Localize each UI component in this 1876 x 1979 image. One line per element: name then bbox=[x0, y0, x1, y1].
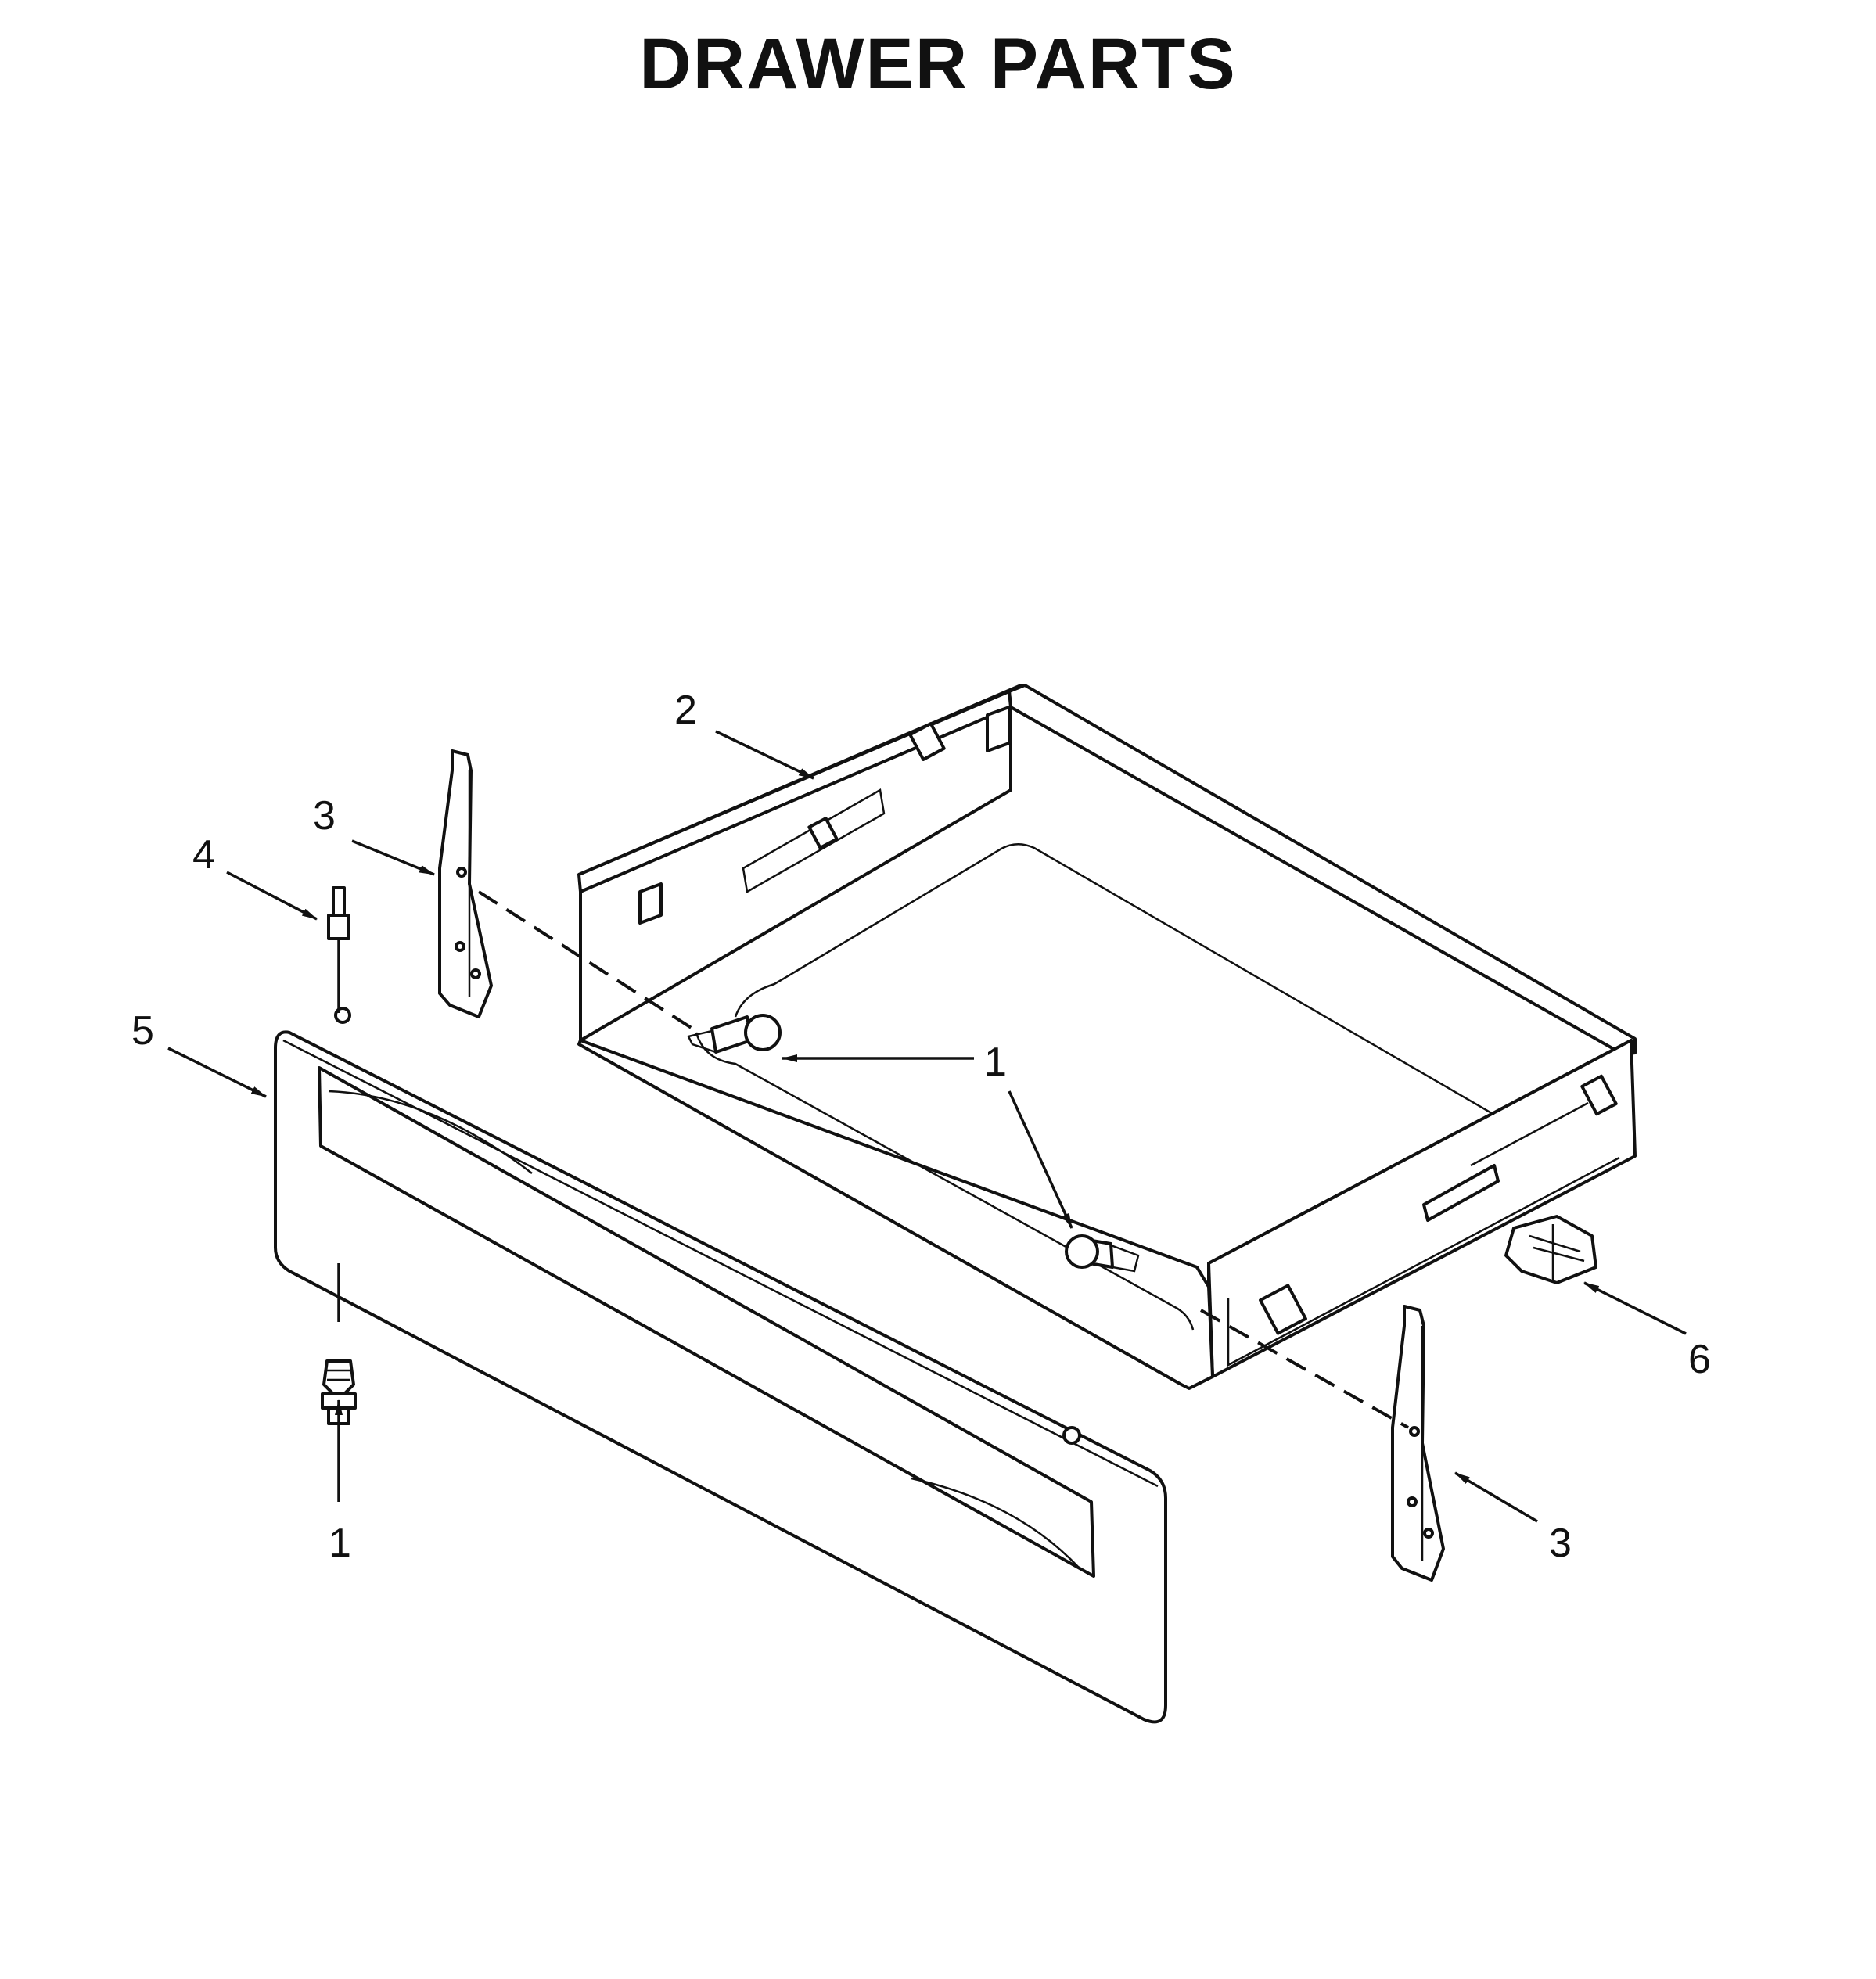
drawer-body-part[interactable] bbox=[577, 684, 1637, 1390]
clip-part[interactable] bbox=[1504, 1215, 1597, 1284]
page-title: DRAWER PARTS bbox=[639, 24, 1237, 104]
callout-3-right: 3 bbox=[1549, 1521, 1572, 1566]
callout-leaders bbox=[167, 730, 1687, 1523]
spacer-right-part[interactable] bbox=[1391, 1305, 1445, 1582]
pin-part[interactable] bbox=[327, 886, 350, 940]
callout-1-drawer-left: 1 bbox=[984, 1040, 1007, 1085]
spacer-left-part[interactable] bbox=[438, 749, 493, 1018]
screw-drawer-right-part[interactable] bbox=[1065, 1234, 1140, 1273]
callout-4: 4 bbox=[192, 832, 215, 878]
callout-3-left: 3 bbox=[313, 793, 336, 839]
drawer-front-panel-part[interactable] bbox=[274, 1007, 1167, 1724]
callout-2: 2 bbox=[674, 688, 697, 733]
callout-5: 5 bbox=[131, 1008, 154, 1054]
screw-drawer-left-part[interactable] bbox=[687, 1014, 782, 1054]
alignment-lines bbox=[337, 890, 1409, 1429]
callout-6: 6 bbox=[1688, 1337, 1711, 1382]
callout-1-panel: 1 bbox=[329, 1521, 351, 1566]
screw-panel-part[interactable] bbox=[321, 1359, 357, 1425]
